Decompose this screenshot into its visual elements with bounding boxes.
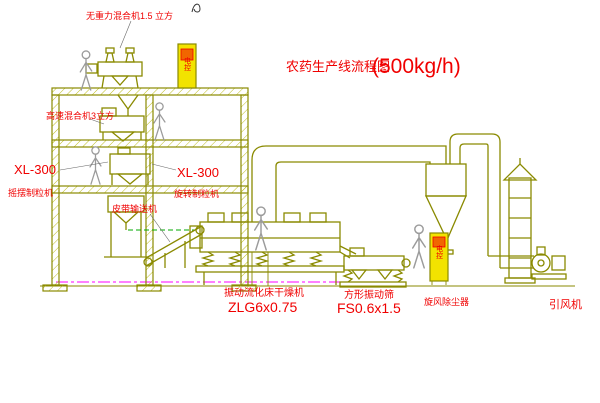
spring <box>200 251 216 267</box>
spring <box>227 251 243 267</box>
sieve-motor <box>401 258 411 268</box>
label-left-granulator-model: XL-300 <box>14 162 56 177</box>
operator-figure <box>89 146 102 185</box>
operator-figure <box>253 206 269 251</box>
label-left-granulator-name: 摇摆制粒机 <box>8 187 53 198</box>
leader-line <box>151 163 177 171</box>
exhaust-duct <box>251 145 447 222</box>
label-belt-conveyor: 皮带输送机 <box>112 203 157 214</box>
label-high-speed-mixer: 高速混合机3立方 <box>46 110 114 121</box>
label-sieve-model: FS0.6x1.5 <box>337 300 401 316</box>
operator-figure <box>411 224 427 269</box>
cyclone-outlet-duct <box>449 133 534 269</box>
fluid-bed-dryer <box>189 212 345 285</box>
control-cabinet-right: 电控 <box>429 232 449 285</box>
vibrating-sieve <box>339 245 411 288</box>
belt-conveyor <box>143 225 205 268</box>
gravity-mixer <box>85 47 143 89</box>
label-gravity-mixer: 无重力混合机1.5 立方 <box>86 10 173 21</box>
diagram-title: 农药生产线流程图 <box>286 59 390 74</box>
leader-line <box>59 161 109 171</box>
operator-figure <box>79 50 93 91</box>
spring <box>392 269 404 283</box>
foundation-pad <box>42 284 68 292</box>
label-cyclone: 旋风除尘器 <box>424 296 469 307</box>
fan-motor <box>551 255 566 271</box>
ground-feeder <box>104 195 148 258</box>
dryer-base <box>195 265 345 273</box>
leader-line <box>89 118 105 125</box>
foundation-pad <box>231 284 257 292</box>
high-speed-mixer <box>99 107 145 142</box>
spring <box>254 251 270 267</box>
revision-mark <box>191 3 201 13</box>
induced-draft-fan <box>531 246 567 280</box>
spring <box>342 269 354 283</box>
spring <box>308 251 324 267</box>
building-frame <box>42 87 257 292</box>
spring <box>281 251 297 267</box>
cabinet-right-label: 电控 <box>436 244 444 260</box>
cabinet-indicator <box>180 48 194 61</box>
dryer-inlet <box>189 225 203 249</box>
foundation-pad <box>136 284 162 292</box>
cabinet-indicator <box>432 236 446 248</box>
operator-figure <box>153 102 166 141</box>
control-cabinet-top: 电控 <box>177 43 197 89</box>
label-sieve-name: 方形振动筛 <box>344 288 394 301</box>
rotary-granulator <box>109 147 151 185</box>
leader-line <box>119 20 132 49</box>
label-mid-granulator-model: XL-300 <box>177 165 219 180</box>
leader-line <box>149 213 171 243</box>
label-fan: 引风机 <box>549 297 582 311</box>
label-dryer-name: 振动流化床干燥机 <box>224 286 304 299</box>
exhaust-stack <box>502 158 538 284</box>
label-mid-granulator-name: 旋转制粒机 <box>174 188 219 199</box>
diagram-title-capacity: (500kg/h) <box>372 55 461 78</box>
label-dryer-model: ZLG6x0.75 <box>228 299 297 315</box>
cabinet-top-label: 电控 <box>184 56 192 72</box>
y-pipe <box>117 94 139 116</box>
